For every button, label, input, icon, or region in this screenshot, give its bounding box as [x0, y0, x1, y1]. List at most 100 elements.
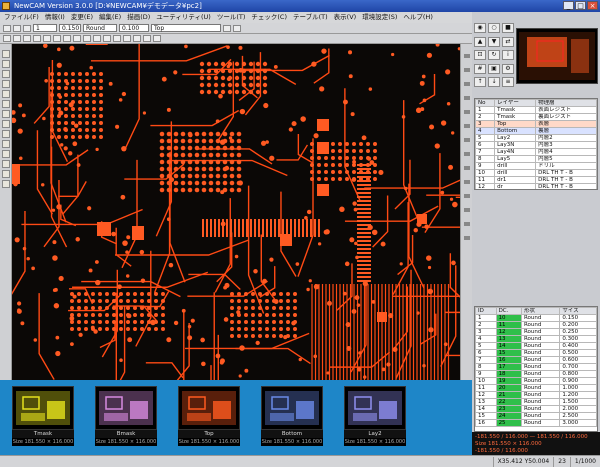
layer-off-icon[interactable]: ○ [488, 23, 500, 33]
info-icon[interactable]: i [502, 50, 514, 61]
tool-via-icon[interactable] [1, 100, 10, 108]
down-icon[interactable]: ↓ [488, 77, 500, 88]
tool-layer-icon[interactable] [1, 140, 10, 148]
color-icon[interactable]: ■ [502, 23, 514, 33]
menu-check[interactable]: チェック(C) [251, 13, 287, 21]
menu-file[interactable]: ファイル(F) [4, 13, 39, 21]
front-icon[interactable]: ▲ [474, 36, 486, 47]
up-icon[interactable]: ↑ [474, 77, 486, 88]
tool-line-icon[interactable] [1, 80, 10, 88]
layer-on-icon[interactable]: ◉ [474, 23, 486, 33]
menu-help[interactable]: ヘルプ(H) [403, 13, 433, 21]
menu-tools[interactable]: ツール(T) [216, 13, 246, 21]
select-icon[interactable] [3, 35, 11, 42]
copy-icon[interactable] [83, 35, 91, 42]
pad-icon[interactable] [53, 35, 61, 42]
pcb-canvas[interactable] [12, 44, 460, 380]
value-combo[interactable]: 0.100 [119, 24, 149, 32]
mirror-view-icon[interactable]: ⇄ [502, 36, 514, 47]
tool-measure-icon[interactable] [1, 130, 10, 138]
rect-icon[interactable] [43, 35, 51, 42]
minimize-button[interactable]: _ [563, 1, 574, 10]
open-icon[interactable] [13, 24, 21, 32]
back-icon[interactable]: ▼ [488, 36, 500, 47]
tool-text-icon[interactable] [1, 120, 10, 128]
tool-grid-icon[interactable] [1, 150, 10, 158]
menu-utility[interactable]: ユーティリティ(U) [156, 13, 211, 21]
dcode-combo[interactable]: 1 [33, 24, 57, 32]
arc-icon[interactable] [23, 35, 31, 42]
circle-icon[interactable] [33, 35, 41, 42]
rotate-icon[interactable] [113, 35, 121, 42]
menu-change[interactable]: 変更(E) [70, 13, 93, 21]
size-combo[interactable]: 0.150 [59, 24, 81, 32]
tool-pan-icon[interactable] [1, 60, 10, 68]
undo-icon[interactable] [223, 24, 231, 32]
lock-icon[interactable]: ▣ [488, 63, 500, 74]
layer-combo[interactable]: Top [151, 24, 221, 32]
tool-zoom-icon[interactable] [1, 70, 10, 78]
overview-preview[interactable] [516, 28, 598, 84]
tool-export-icon[interactable] [1, 180, 10, 188]
tool-drill-icon[interactable] [1, 110, 10, 118]
menu-view[interactable]: 表示(V) [333, 13, 357, 21]
menu-edit[interactable]: 編集(E) [99, 13, 122, 21]
delete-icon[interactable] [93, 35, 101, 42]
tool-select-icon[interactable] [1, 50, 10, 58]
menu-settings[interactable]: 環境設定(S) [362, 13, 398, 21]
menu-info[interactable]: 情報(I) [44, 13, 65, 21]
vertical-scrollbar[interactable] [460, 44, 472, 380]
menu-draw[interactable]: 描画(D) [127, 13, 151, 21]
measure-icon[interactable] [153, 35, 161, 42]
mirror-icon[interactable] [103, 35, 111, 42]
tool-pad-icon[interactable] [1, 90, 10, 98]
refresh-icon[interactable]: ↻ [488, 50, 500, 61]
grid-toggle-icon[interactable]: # [474, 63, 486, 74]
move-icon[interactable] [73, 35, 81, 42]
zoom-fit-icon[interactable] [143, 35, 151, 42]
pcb-drawing[interactable] [12, 44, 460, 380]
line-icon[interactable] [13, 35, 21, 42]
settings-icon[interactable]: ⚙ [502, 63, 514, 74]
tool-snap-icon[interactable] [1, 160, 10, 168]
maximize-button[interactable]: □ [575, 1, 586, 10]
close-button[interactable]: × [587, 1, 598, 10]
zoom-in-icon[interactable] [123, 35, 131, 42]
new-icon[interactable] [3, 24, 11, 32]
redo-icon[interactable] [233, 24, 241, 32]
fit-icon[interactable]: ⊡ [474, 50, 486, 61]
text-icon[interactable] [63, 35, 71, 42]
shape-combo[interactable]: Round [83, 24, 117, 32]
menu-table[interactable]: テーブル(T) [293, 13, 328, 21]
